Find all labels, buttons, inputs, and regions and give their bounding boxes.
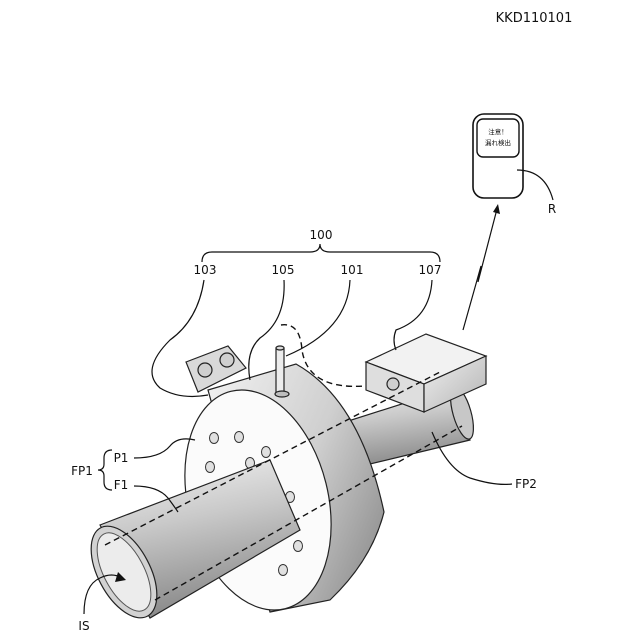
wireless-signal-icon xyxy=(463,209,497,330)
label-101: 101 xyxy=(341,263,364,277)
leader-101 xyxy=(286,280,350,356)
connector-icon xyxy=(387,378,399,390)
label-p1: P1 xyxy=(114,451,129,465)
brace-100 xyxy=(202,244,440,262)
label-r: R xyxy=(548,202,556,216)
bolt-icon xyxy=(198,363,212,377)
document-code: KKD110101 xyxy=(496,11,573,26)
label-is: IS xyxy=(78,619,89,633)
label-105: 105 xyxy=(272,263,295,277)
receiver-device: 注意！ 漏れ検出 xyxy=(473,114,523,198)
brace-fp1 xyxy=(98,450,112,490)
label-fp2: FP2 xyxy=(515,477,537,491)
label-107: 107 xyxy=(419,263,442,277)
label-100: 100 xyxy=(310,228,333,242)
receiver-screen-line1: 注意！ xyxy=(488,127,508,136)
signal-arrowhead xyxy=(493,204,500,214)
receiver-screen-line2: 漏れ検出 xyxy=(485,138,511,147)
bolt-icon xyxy=(220,353,234,367)
label-103: 103 xyxy=(194,263,217,277)
label-f1: F1 xyxy=(114,478,129,492)
label-fp1: FP1 xyxy=(71,464,93,478)
